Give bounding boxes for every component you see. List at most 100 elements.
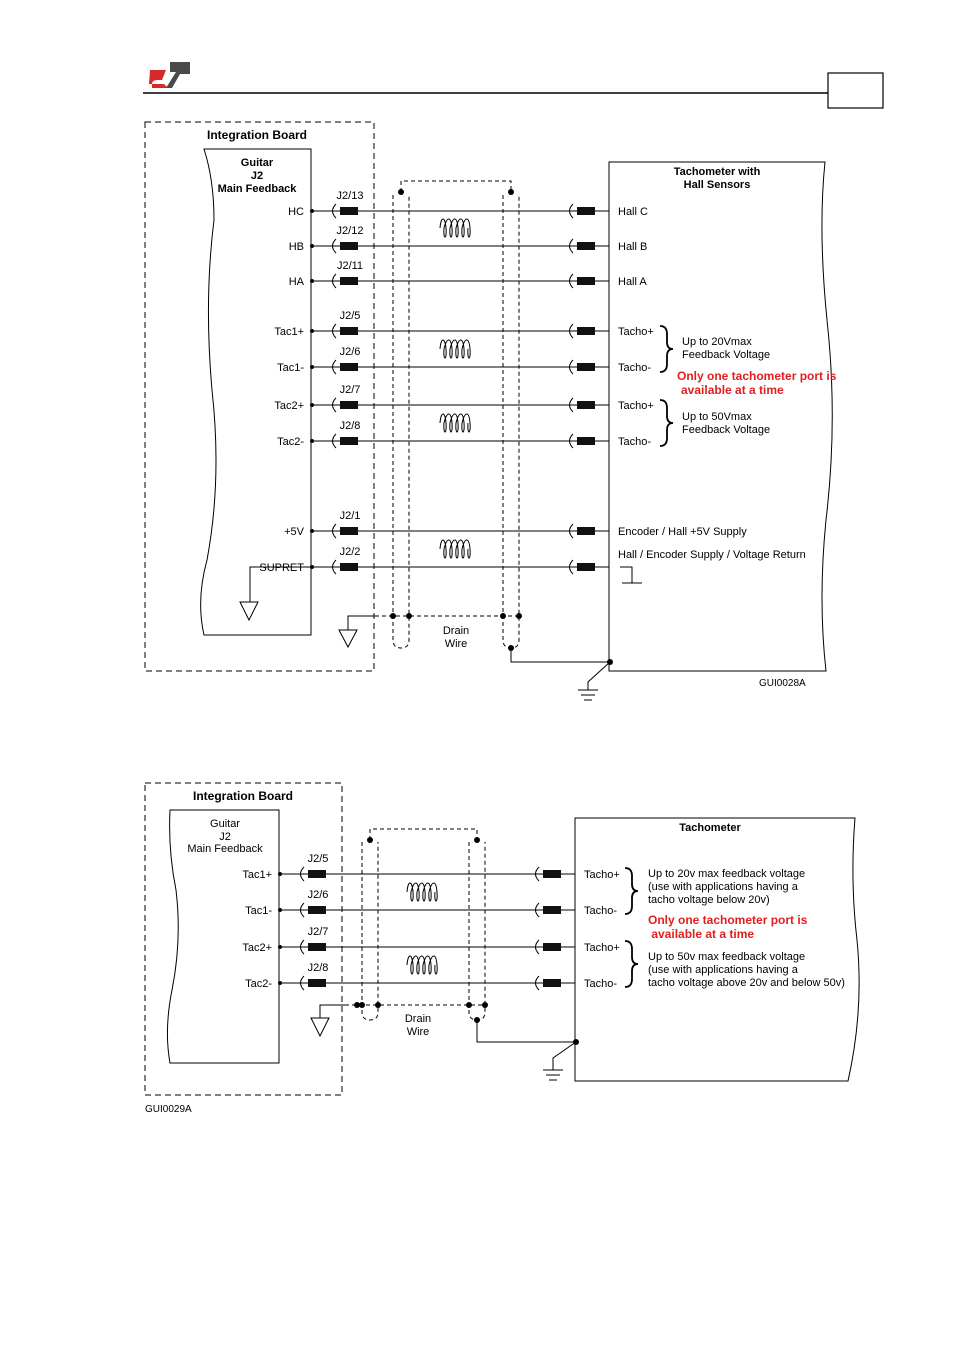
connector-socket-icon	[332, 323, 337, 339]
connector-pin-icon	[577, 527, 595, 535]
pin-label: J2/6	[340, 346, 361, 358]
pin-label: J2/7	[308, 926, 329, 938]
connector-pin-icon	[308, 979, 326, 987]
connector-pin-icon	[577, 437, 595, 445]
twisted-pair-icon	[439, 218, 471, 238]
pin-label: J2/5	[340, 310, 361, 322]
ground-symbol-chassis	[543, 1069, 563, 1081]
feedback-connector-box	[166, 809, 280, 1064]
note2-line3: tacho voltage above 20v and below 50v)	[648, 977, 845, 989]
integration-board-title: Integration Board	[207, 128, 307, 142]
note1-line1: Up to 20Vmax	[682, 336, 752, 348]
feedback-connector-box	[200, 148, 312, 636]
note1-line2: (use with applications having a	[648, 881, 799, 893]
ground-symbol-chassis	[578, 689, 598, 701]
connector-socket-icon	[569, 397, 574, 413]
connector-socket-icon	[535, 902, 540, 918]
device-signal-label: Tacho+	[584, 942, 620, 954]
twisted-pair-icon	[439, 339, 471, 359]
twisted-pair-icon	[439, 413, 471, 433]
feedback-title-line3: Main Feedback	[187, 843, 263, 855]
device-title-line1: Tachometer with	[674, 166, 761, 178]
figure-id: GUI0028A	[759, 678, 806, 689]
signal-label: +5V	[284, 526, 305, 538]
drain-label-line2: Wire	[445, 638, 468, 650]
note2-line2: (use with applications having a	[648, 964, 799, 976]
connector-pin-icon	[340, 207, 358, 215]
connector-socket-icon	[569, 559, 574, 575]
signal-label: Tac2-	[277, 436, 304, 448]
diagram-hall-tachometer: Integration Board Guitar J2 Main Feedbac…	[144, 121, 837, 701]
drain-label-line1: Drain	[405, 1013, 431, 1025]
warning-line1: Only one tachometer port is	[677, 369, 837, 383]
connector-pin-icon	[308, 870, 326, 878]
integration-board-frame	[144, 121, 375, 672]
connector-socket-icon	[332, 397, 337, 413]
note2-line2: Feedback Voltage	[682, 424, 770, 436]
connector-pin-icon	[340, 527, 358, 535]
connector-socket-icon	[300, 975, 305, 991]
feedback-title-line2: J2	[219, 831, 231, 843]
signal-label: Tac1+	[274, 326, 304, 338]
connector-pin-icon	[340, 242, 358, 250]
connector-pin-icon	[543, 979, 561, 987]
page-number-box	[827, 72, 884, 109]
connector-pin-icon	[577, 277, 595, 285]
device-signal-label: Tacho+	[618, 326, 654, 338]
twisted-pair-icon	[439, 539, 471, 559]
connector-pin-icon	[340, 563, 358, 571]
brace-port1	[659, 325, 674, 373]
shield-bridge-top	[400, 180, 512, 192]
signal-label: HC	[288, 206, 304, 218]
signal-label: Tac2+	[242, 942, 272, 954]
note2-line1: Up to 50v max feedback voltage	[648, 951, 805, 963]
pin-label: J2/12	[337, 225, 364, 237]
note1-line3: tacho voltage below 20v)	[648, 894, 770, 906]
connector-socket-icon	[569, 238, 574, 254]
connector-pin-icon	[308, 943, 326, 951]
tachometer-device-box	[608, 161, 833, 672]
note1-line1: Up to 20v max feedback voltage	[648, 868, 805, 880]
tachometer-device-box	[574, 817, 860, 1082]
connector-socket-icon	[569, 359, 574, 375]
diagram-tachometer: Integration Board Guitar J2 Main Feedbac…	[144, 782, 860, 1115]
cable-shield-right	[468, 842, 486, 1021]
device-title: Tachometer	[679, 822, 741, 834]
pin-label: J2/7	[340, 384, 361, 396]
shield-bridge-top	[369, 828, 478, 840]
cable-shield-left	[361, 842, 379, 1021]
connector-pin-icon	[577, 363, 595, 371]
device-signal-label: Tacho-	[618, 362, 651, 374]
twisted-pair-icon	[406, 955, 438, 975]
pin-label: J2/2	[340, 546, 361, 558]
connector-socket-icon	[300, 866, 305, 882]
signal-lines: Tac1+J2/5Tacho+Tac1-J2/6Tacho-Tac2+J2/7T…	[242, 853, 620, 991]
connector-socket-icon	[332, 433, 337, 449]
connector-socket-icon	[332, 238, 337, 254]
signal-label: Tac1+	[242, 869, 272, 881]
pin-label: J2/13	[337, 190, 364, 202]
connector-socket-icon	[300, 939, 305, 955]
cable-shield-right	[502, 195, 520, 649]
cable-shield-left	[392, 195, 410, 649]
feedback-title-line1: Guitar	[210, 818, 240, 830]
connector-pin-icon	[543, 906, 561, 914]
device-signal-label: Encoder / Hall +5V Supply	[618, 526, 747, 538]
brace-port1	[624, 867, 639, 915]
twisted-pair-icon	[406, 882, 438, 902]
connector-socket-icon	[332, 359, 337, 375]
connector-socket-icon	[569, 323, 574, 339]
connector-pin-icon	[340, 363, 358, 371]
connector-socket-icon	[535, 866, 540, 882]
header	[143, 62, 884, 109]
